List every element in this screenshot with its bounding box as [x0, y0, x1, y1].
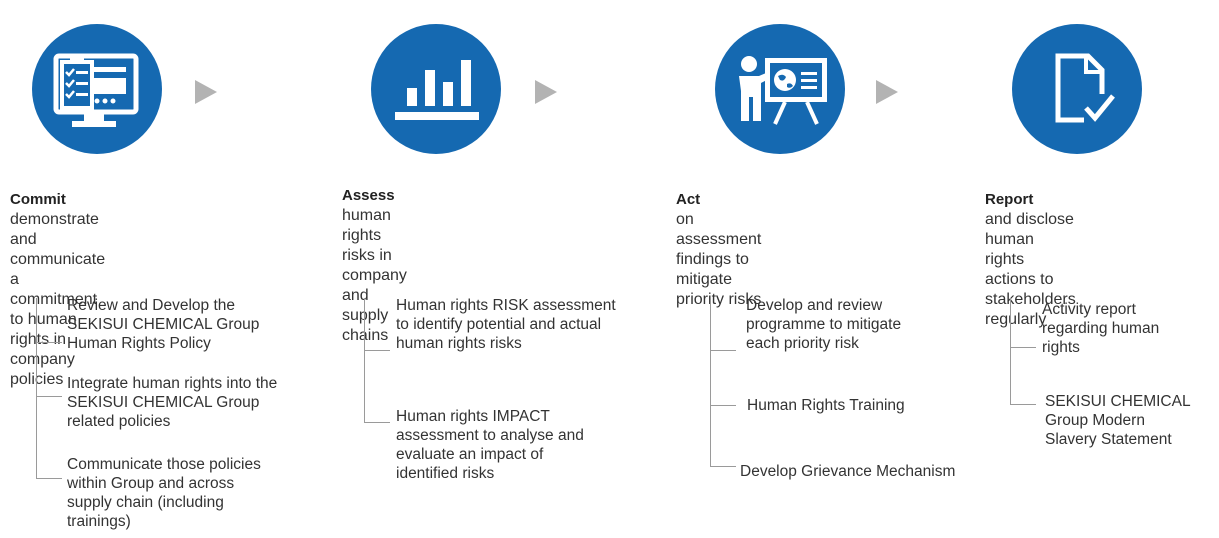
item-line: related policies	[67, 413, 171, 430]
stage-desc-line: and supply chains	[342, 287, 389, 344]
item-line: SEKISUI CHEMICAL	[1045, 393, 1191, 410]
item-line: programme to mitigate	[746, 316, 902, 333]
stage-title: Act	[676, 191, 701, 208]
act-circle	[715, 24, 845, 154]
arrow-right-icon	[535, 80, 557, 104]
item-line: each priority risk	[746, 335, 859, 352]
item-line: assessment to analyse and	[396, 427, 584, 444]
document-check-icon	[1055, 53, 1115, 124]
arrow-right-icon	[195, 80, 217, 104]
stage-title: Commit	[10, 191, 66, 208]
item-line: identified risks	[396, 465, 495, 482]
commit-circle	[32, 24, 162, 154]
stage-desc-line: mitigate priority risks	[676, 271, 762, 308]
report-heading: Report and disclose human rights actions…	[985, 190, 1076, 330]
stage-desc-line: commitment to human rights in	[10, 291, 98, 348]
item-line: SEKISUI CHEMICAL Group	[67, 394, 260, 411]
item-line: Slavery Statement	[1045, 431, 1172, 448]
item-line: Review and Develop the	[67, 297, 236, 314]
item-line: Communicate those policies	[67, 456, 261, 473]
computer-checklist-icon	[53, 53, 139, 127]
stage-desc-line: actions to stakeholders	[985, 271, 1076, 308]
item-line: Integrate human rights into the	[67, 375, 278, 392]
stage-title: Report	[985, 191, 1034, 208]
item-line: within Group and across	[67, 475, 235, 492]
item-line: Human rights RISK assessment	[396, 297, 616, 314]
tree-line	[1010, 298, 1011, 405]
item-line: SEKISUI CHEMICAL Group	[67, 316, 260, 333]
tree-line	[364, 298, 365, 422]
stage-title: Assess	[342, 187, 395, 204]
item-line: Human rights IMPACT	[396, 408, 550, 425]
act-heading: Act on assessment findings to mitigate p…	[676, 190, 761, 310]
item-line: Group Modern	[1045, 412, 1145, 429]
stage-desc-line: regularly	[985, 311, 1047, 328]
item-line: Activity report	[1042, 301, 1136, 318]
stage-desc-line: on assessment findings to	[676, 211, 762, 268]
commit-heading: Commit demonstrate and communicate a com…	[10, 190, 105, 390]
assess-heading: Assess human rights risks in company and…	[342, 186, 407, 346]
stage-desc-line: demonstrate and communicate a	[10, 211, 106, 288]
stage-desc-line: and disclose human rights	[985, 211, 1074, 268]
item-line: Develop Grievance Mechanism	[740, 463, 956, 480]
item-line: human rights risks	[396, 335, 522, 352]
item-line: rights	[1042, 339, 1080, 356]
item-line: supply chain (including	[67, 494, 224, 511]
item-line: trainings)	[67, 513, 131, 530]
item-line: regarding human	[1042, 320, 1160, 337]
item-line: evaluate an impact of	[396, 446, 544, 463]
item-line: Human Rights Training	[747, 397, 905, 414]
tree-line	[710, 298, 711, 466]
assess-circle	[371, 24, 501, 154]
item-line: Develop and review	[746, 297, 883, 314]
presentation-icon	[739, 56, 827, 125]
stage-desc-line: human rights risks in company	[342, 207, 407, 284]
bar-chart-icon	[395, 60, 479, 120]
report-circle	[1012, 24, 1142, 154]
item-line: Human Rights Policy	[67, 335, 211, 352]
item-line: to identify potential and actual	[396, 316, 602, 333]
tree-line	[36, 298, 37, 479]
arrow-right-icon	[876, 80, 898, 104]
